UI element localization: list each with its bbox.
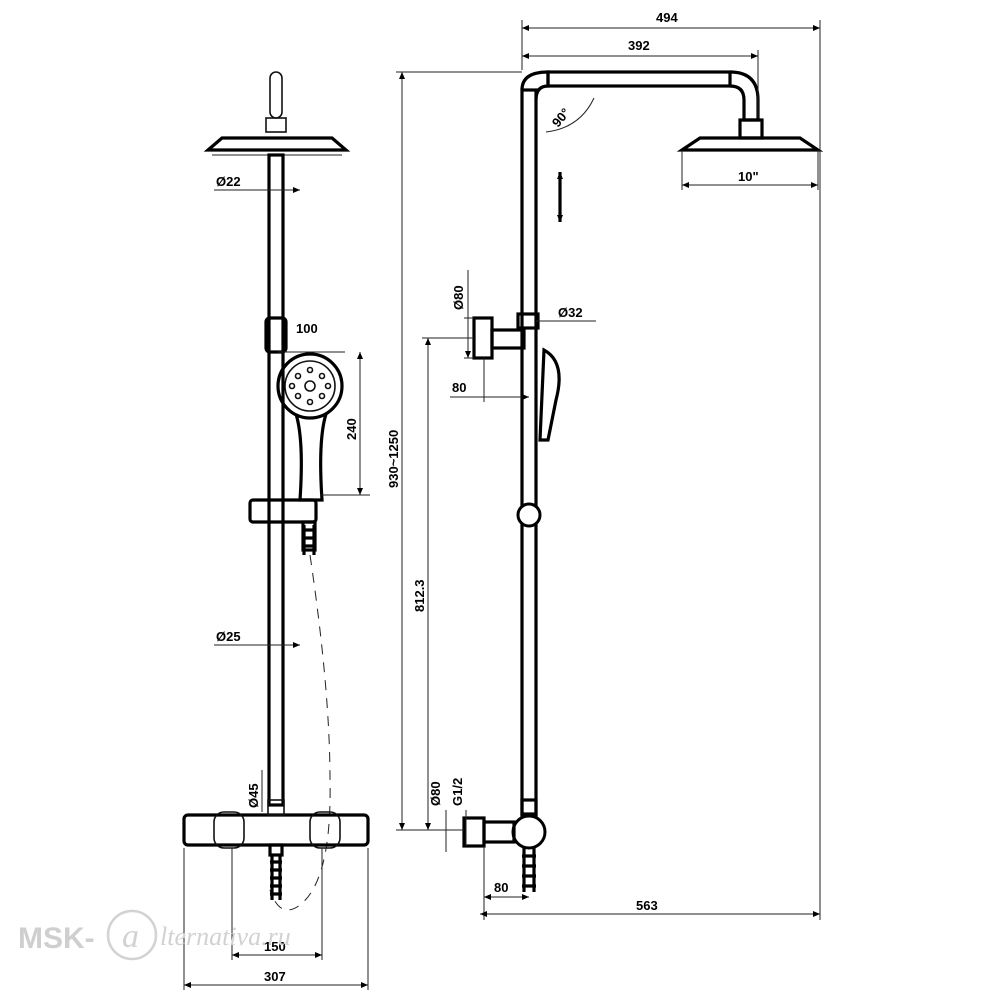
dim-bracket-dia: Ø32 <box>558 305 583 320</box>
watermark-prefix: MSK- <box>18 922 95 955</box>
dim-top-width: 494 <box>656 10 678 25</box>
dim-thread: G1/2 <box>450 778 465 806</box>
front-dimensions: Ø22 Ø25 100 240 Ø45 150 307 <box>183 174 370 990</box>
shower-head-side <box>676 136 824 152</box>
mixer-side <box>511 814 547 850</box>
dim-arm-angle: 90° <box>549 105 573 130</box>
dim-connect-height: 812.3 <box>412 579 427 612</box>
watermark-logo-icon <box>106 909 158 961</box>
dim-rod-dia-bottom: Ø25 <box>216 629 241 644</box>
main-rod-front <box>267 153 285 807</box>
svg-text:a: a <box>122 918 139 955</box>
dim-total-height: 930~1250 <box>386 430 401 488</box>
dim-rod-dia-top: Ø22 <box>216 174 241 189</box>
dim-bracket-offset: 80 <box>452 380 466 395</box>
dim-body-dia: Ø45 <box>246 783 261 808</box>
dim-flange-dia-bottom: Ø80 <box>428 781 443 806</box>
handshower-side <box>538 347 561 442</box>
dim-inlet-offset: 80 <box>494 880 508 895</box>
main-rod-side <box>520 88 538 832</box>
dim-arm-length: 392 <box>628 38 650 53</box>
side-view <box>462 70 824 892</box>
arm-side <box>546 70 732 88</box>
dim-body-width: 307 <box>264 969 286 984</box>
dim-head-size: 10" <box>738 169 759 184</box>
handshower-front <box>276 352 344 420</box>
side-dimensions: 494 392 90° 10" 930~1250 812.3 Ø80 Ø32 8… <box>386 10 821 920</box>
dim-inlet-spacing: 150 <box>264 939 286 954</box>
dim-flange-dia-top: Ø80 <box>451 285 466 310</box>
watermark-script: lternativa.ru <box>160 922 291 951</box>
front-view <box>182 71 370 911</box>
watermark: MSK- a lternativa.ru <box>18 909 291 961</box>
shower-head-front <box>203 136 351 152</box>
dim-total-depth: 563 <box>636 898 658 913</box>
dim-hand-length: 240 <box>344 418 359 440</box>
dim-hand-width: 100 <box>296 321 318 336</box>
